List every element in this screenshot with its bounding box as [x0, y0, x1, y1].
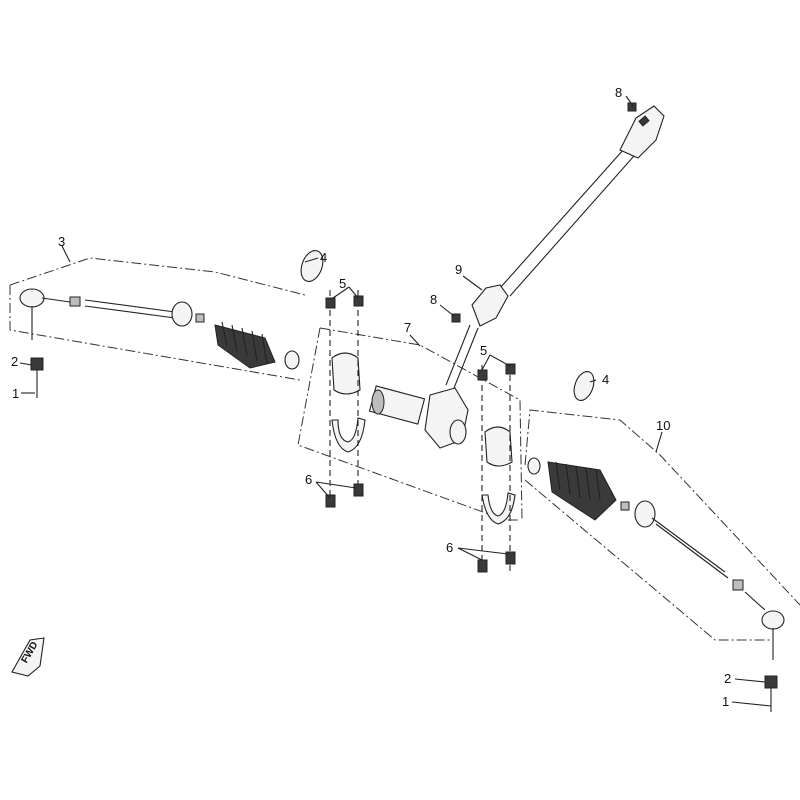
right-tie-rod-end	[761, 610, 785, 630]
front-direction-arrow-icon: FWD	[11, 637, 45, 677]
callout-3: 3	[58, 234, 65, 249]
left-jam-nut	[69, 296, 81, 307]
right-jam-nut	[732, 579, 744, 591]
left-mount-bracket	[325, 290, 366, 508]
group-outline-3	[9, 245, 306, 381]
leader-lines	[19, 95, 772, 707]
pinch-bolt-upper	[627, 102, 637, 112]
callout-6-left: 6	[305, 472, 312, 487]
callout-5-left: 5	[339, 276, 346, 291]
right-mount-bracket	[477, 363, 516, 575]
callout-1-right: 1	[722, 694, 729, 709]
group-outline-7	[297, 327, 523, 521]
rack-housing	[368, 385, 469, 449]
callout-10: 10	[656, 418, 670, 433]
left-tie-rod-assembly	[19, 288, 205, 398]
right-boot-clamp	[573, 371, 595, 401]
callout-8-top: 8	[615, 85, 622, 100]
steering-column-shaft	[445, 105, 665, 389]
right-boot-washer	[527, 457, 541, 475]
upper-universal-joint	[619, 105, 665, 159]
lower-universal-joint	[471, 284, 509, 327]
callout-2-left: 2	[11, 354, 18, 369]
callout-4-left: 4	[320, 250, 327, 265]
group-outline-10	[524, 409, 800, 641]
left-tie-rod-end	[19, 288, 45, 308]
right-inner-ball-joint	[634, 500, 656, 528]
right-tie-rod-assembly	[620, 500, 785, 712]
callout-7: 7	[404, 320, 411, 335]
left-inner-ball-joint	[171, 301, 193, 327]
callout-5-right: 5	[480, 343, 487, 358]
callout-4-right: 4	[602, 372, 609, 387]
right-rack-boot	[527, 457, 617, 521]
left-castle-nut	[30, 357, 44, 371]
callout-8-mid: 8	[430, 292, 437, 307]
pinch-bolt-lower	[451, 313, 461, 323]
callout-9: 9	[455, 262, 462, 277]
callout-1-left: 1	[12, 386, 19, 401]
callout-6-right: 6	[446, 540, 453, 555]
left-boot-washer	[284, 350, 300, 370]
right-castle-nut	[764, 675, 778, 689]
left-rack-boot	[214, 321, 300, 370]
callout-2-right: 2	[724, 671, 731, 686]
